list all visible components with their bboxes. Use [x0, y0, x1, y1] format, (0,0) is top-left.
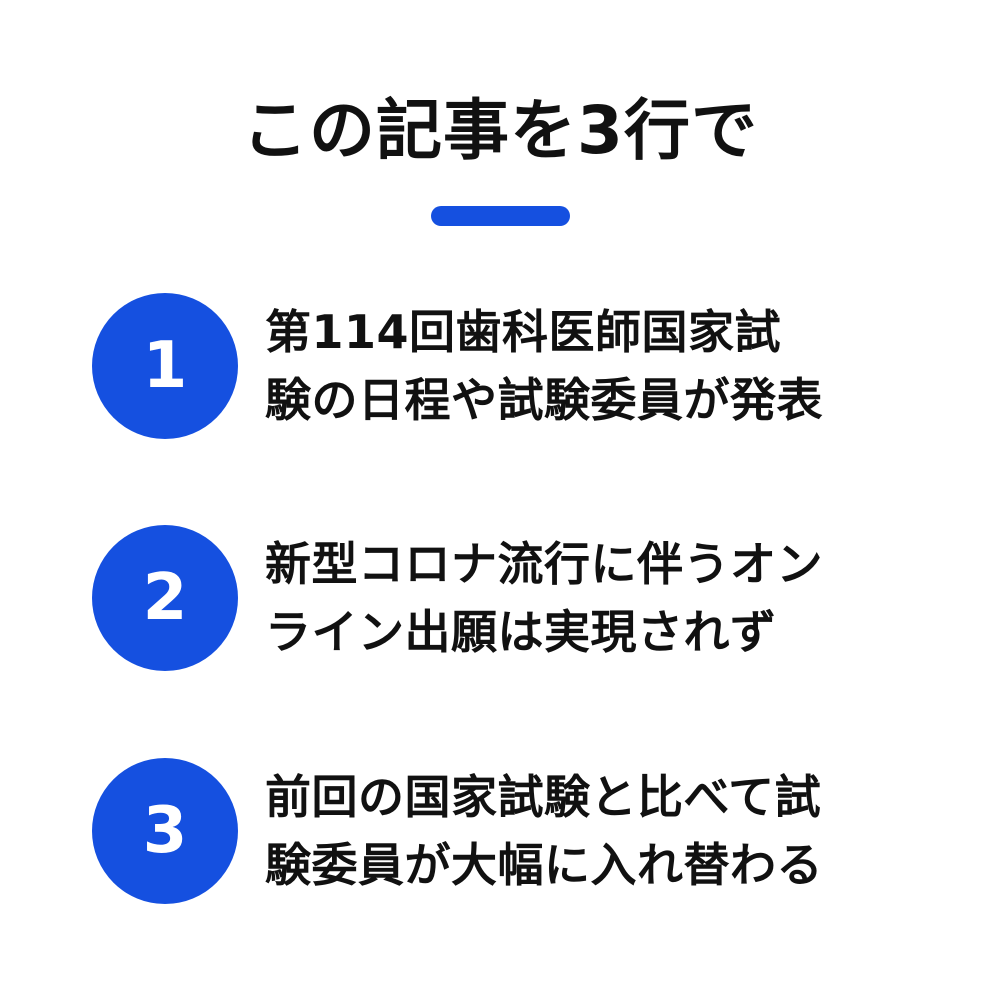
point-text-line: 新型コロナ流行に伴うオン: [265, 537, 823, 591]
number-badge: 3: [92, 758, 238, 904]
point-text: 新型コロナ流行に伴うオン ライン出願は実現されず: [265, 530, 965, 666]
summary-point: 2 新型コロナ流行に伴うオン ライン出願は実現されず: [0, 525, 1000, 675]
point-text-line: 験委員が大幅に入れ替わる: [265, 838, 823, 892]
number-badge: 2: [92, 525, 238, 671]
point-text-line: 第114回歯科医師国家試: [265, 305, 782, 359]
number-badge: 1: [92, 293, 238, 439]
page-title: この記事を3行で: [242, 92, 758, 169]
title-underline: [431, 206, 570, 226]
point-text: 前回の国家試験と比べて試 験委員が大幅に入れ替わる: [265, 763, 965, 899]
point-text: 第114回歯科医師国家試 験の日程や試験委員が発表: [265, 298, 965, 434]
summary-point: 3 前回の国家試験と比べて試 験委員が大幅に入れ替わる: [0, 758, 1000, 908]
point-text-line: 験の日程や試験委員が発表: [265, 373, 823, 427]
point-text-line: 前回の国家試験と比べて試: [265, 770, 822, 824]
summary-point: 1 第114回歯科医師国家試 験の日程や試験委員が発表: [0, 293, 1000, 443]
point-text-line: ライン出願は実現されず: [265, 605, 777, 659]
